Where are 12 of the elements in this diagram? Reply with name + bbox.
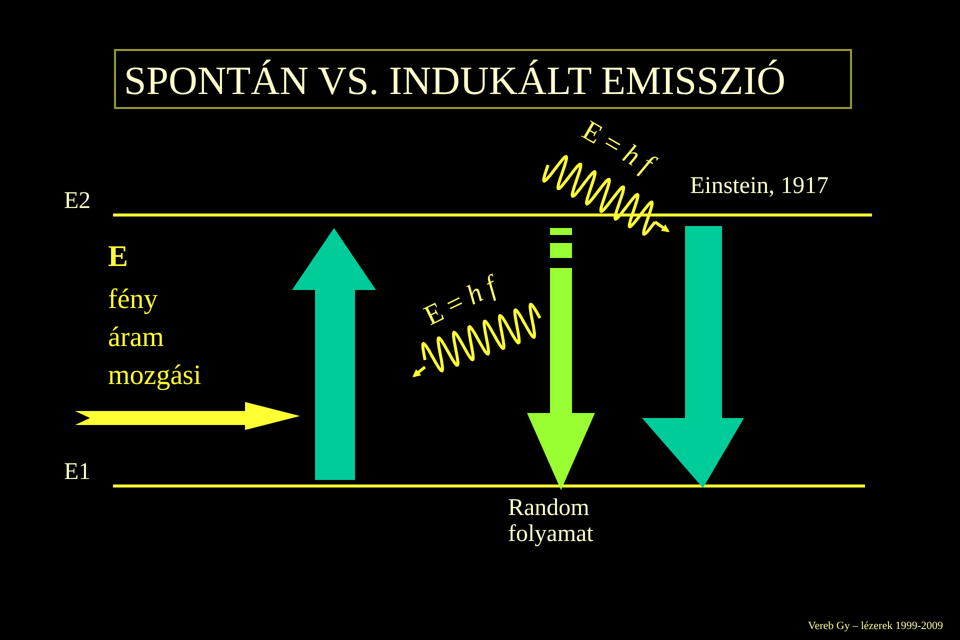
footer-credit: Vereb Gy – lézerek 1999-2009 (808, 620, 944, 632)
energy-form-label: fény (108, 285, 158, 316)
level-label: E2 (64, 188, 91, 214)
title-banner: SPONTÁN VS. INDUKÁLT EMISSZIÓ (114, 49, 852, 109)
energy-form-label: mozgási (108, 361, 202, 392)
formula-label: E = h f (420, 272, 502, 333)
energy-form-label: áram (108, 323, 164, 354)
level-label: E1 (64, 459, 91, 486)
symbol-label: E (108, 240, 128, 273)
citation-label: Einstein, 1917 (690, 173, 829, 200)
formula-label: E = h f (576, 116, 658, 181)
note-label: Random folyamat (508, 495, 594, 548)
